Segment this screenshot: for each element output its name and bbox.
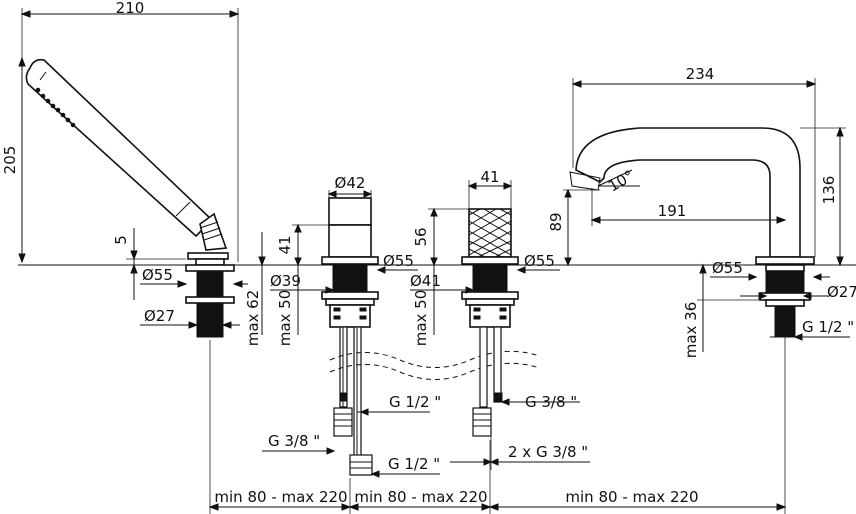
valve-left-dia-39: Ø39 — [270, 272, 335, 294]
dia-41-label: Ø41 — [410, 272, 441, 290]
shower-spray-holes — [35, 87, 76, 128]
valve-left-height-41: 41 — [276, 223, 329, 267]
dia-39-label: Ø39 — [270, 272, 301, 290]
dia-27-label: Ø27 — [144, 307, 175, 325]
knurl-pattern — [468, 208, 512, 258]
valve-right-g38: G 3/8 " — [500, 393, 580, 411]
valve-right-max-50-label: max 50 — [412, 290, 430, 347]
spout-reach-191: 191 — [590, 188, 787, 226]
g12-b-label: G 1/2 " — [388, 455, 440, 473]
dimension-210: 210 — [20, 0, 240, 262]
hand-shower — [25, 58, 229, 266]
bottom-spacing: min 80 - max 220 min 80 - max 220 min 80… — [208, 440, 787, 514]
valve-left-g12-b: G 1/2 " — [370, 455, 440, 478]
valve-right-dia-55: Ø55 — [516, 252, 560, 274]
dim-205-label: 205 — [1, 146, 19, 175]
hand-shower-base — [185, 264, 235, 514]
valve-right-max-50: max 50 — [412, 265, 435, 347]
spout-width-234: 234 — [571, 65, 817, 257]
valve-right — [461, 208, 519, 437]
dimension-5: 5 — [112, 228, 186, 300]
valve-left-dia-55-label: Ø55 — [383, 252, 414, 270]
height-41-label: 41 — [276, 235, 294, 254]
span-1-label: min 80 - max 220 — [214, 488, 347, 506]
g12-a-label: G 1/2 " — [389, 393, 441, 411]
height-89-label: 89 — [547, 212, 565, 231]
valve-left-max-50: max 50 — [276, 265, 299, 347]
valve-right-dia-41: Ø41 — [410, 272, 475, 294]
spout-dia-55-label: Ø55 — [712, 259, 743, 277]
span-2-label: min 80 - max 220 — [354, 488, 487, 506]
valve-right-width-41: 41 — [467, 168, 513, 209]
dimension-max-62: max 62 — [244, 232, 266, 347]
width-234-label: 234 — [686, 65, 715, 83]
valve-left — [321, 197, 379, 476]
spout-height-136: 136 — [800, 126, 846, 267]
valve-right-g38x2: 2 x G 3/8 " — [450, 436, 590, 470]
g38-label: G 3/8 " — [268, 432, 320, 450]
spout — [569, 127, 815, 514]
spout-height-89: 89 — [547, 188, 600, 267]
spout-g12-label: G 1/2 " — [802, 318, 854, 336]
height-136-label: 136 — [820, 176, 838, 205]
dim-210-label: 210 — [116, 0, 145, 17]
spout-dia-27: Ø27 — [740, 283, 856, 301]
spout-g12: G 1/2 " — [770, 318, 854, 341]
valve-right-g38-label: G 3/8 " — [525, 393, 577, 411]
g38x2-label: 2 x G 3/8 " — [508, 443, 588, 461]
valve-right-height-56: 56 — [412, 207, 469, 267]
reach-191-label: 191 — [658, 202, 687, 220]
max-62-label: max 62 — [244, 290, 262, 347]
width-41-label: 41 — [480, 168, 499, 186]
dim-5-label: 5 — [112, 235, 130, 245]
dia-42-label: Ø42 — [335, 174, 366, 192]
valve-left-dia-55: Ø55 — [376, 252, 418, 274]
hand-shower-dia-55: Ø55 — [140, 266, 248, 288]
spout-dia-55: Ø55 — [710, 259, 830, 281]
valve-right-dia-55-label: Ø55 — [524, 252, 555, 270]
height-56-label: 56 — [412, 227, 430, 246]
hand-shower-dia-27: Ø27 — [140, 307, 240, 329]
dimension-205: 205 — [1, 56, 26, 264]
valve-left-dia-42: Ø42 — [327, 174, 373, 198]
span-3-label: min 80 - max 220 — [565, 488, 698, 506]
valve-left-g12-a: G 1/2 " — [357, 393, 441, 416]
angle-label: 10° — [605, 167, 637, 196]
spout-max-36: max 36 — [682, 263, 760, 359]
valve-left-max-50-label: max 50 — [276, 290, 294, 347]
valve-left-g38: G 3/8 " — [262, 432, 336, 455]
dia-55-label: Ø55 — [142, 266, 173, 284]
max-36-label: max 36 — [682, 302, 700, 359]
spout-dia-27-label: Ø27 — [827, 283, 856, 301]
break-line — [329, 350, 541, 380]
